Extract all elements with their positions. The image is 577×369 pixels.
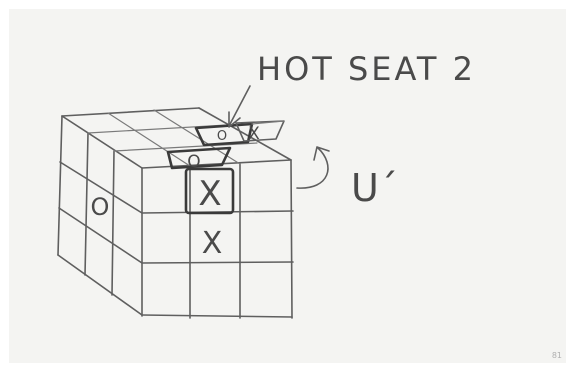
hot-seat-x-mark: X — [198, 174, 221, 214]
top-back-o-mark: O — [217, 129, 227, 144]
side-face-bottom-edge — [57, 254, 143, 316]
side-face-line-2 — [111, 150, 115, 296]
top-face-col-1 — [107, 112, 191, 167]
corner-mark: 81 — [552, 351, 562, 360]
cube-side-face — [57, 115, 143, 316]
below-x-mark: X — [202, 226, 223, 261]
hot-seat-arrow — [228, 85, 251, 128]
side-face-back-edge — [57, 115, 63, 256]
side-face-top-edge — [61, 115, 143, 169]
lifted-piece-back-right — [235, 120, 285, 142]
cube-top-face — [61, 107, 292, 167]
side-face-row-2 — [58, 207, 143, 264]
arrow-shaft — [228, 85, 251, 127]
front-face-top-edge — [141, 159, 292, 169]
index-card — [9, 9, 566, 363]
rotation-arrow-curve — [296, 147, 329, 189]
lifted-piece-front — [166, 146, 232, 170]
lifted-piece-back — [194, 122, 254, 147]
top-front-o-mark: O — [187, 152, 200, 172]
move-notation: U´ — [351, 166, 398, 210]
top-face-back-edge — [61, 107, 200, 117]
top-face-right-edge — [198, 107, 292, 161]
front-face-bottom-edge — [141, 314, 293, 318]
side-face-row-1 — [59, 161, 143, 214]
lifted-piece-extension — [251, 120, 285, 125]
rotation-arrow — [296, 146, 330, 189]
hot-seat-label: HOT SEAT 2 — [257, 50, 476, 88]
top-face-row-2 — [113, 142, 258, 152]
arrow-head — [228, 111, 241, 128]
rotated-top-layer — [166, 120, 285, 170]
side-face-o-mark: O — [91, 193, 110, 221]
hot-seat-square — [184, 167, 235, 215]
rotation-arrow-head — [313, 146, 330, 161]
top-back-x-mark: X — [248, 124, 260, 144]
side-face-line-1 — [84, 132, 89, 276]
front-face-right-edge — [290, 159, 293, 319]
front-face-row-2 — [141, 261, 294, 264]
